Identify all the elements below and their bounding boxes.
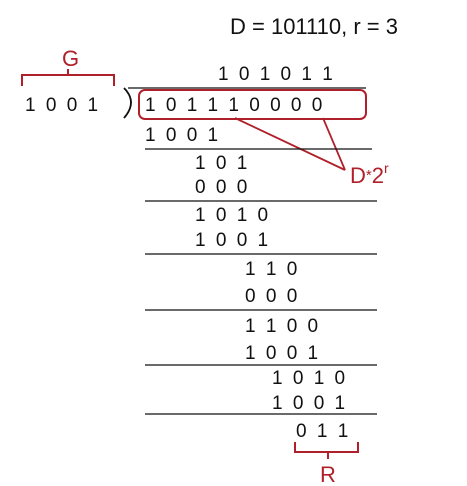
step-5-subtrahend: 1 0 0 1: [245, 343, 321, 364]
division-bracket: [123, 87, 132, 119]
step-4-remainder: 1 1 0: [245, 259, 300, 280]
final-remainder-bits: 0 1 1: [296, 421, 351, 442]
generator-label: G: [62, 46, 79, 71]
step-3-subtrahend: 1 0 0 1: [195, 230, 271, 251]
step-6-subtrahend: 1 0 0 1: [272, 393, 348, 414]
step-4-subtrahend: 0 0 0: [245, 286, 300, 307]
header-equation: D = 101110, r = 3: [230, 14, 398, 39]
step-5-remainder: 1 1 0 0: [245, 316, 321, 337]
step-2-remainder: 1 0 1: [195, 153, 250, 174]
pointer-line-left: [234, 117, 346, 171]
remainder-label: R: [320, 462, 336, 486]
quotient-bits: 1 0 1 0 1 1: [218, 64, 335, 85]
dividend-label: D*2r: [350, 160, 389, 188]
step-3-remainder: 1 0 1 0: [195, 205, 271, 226]
dividend-highlight-box: [138, 89, 367, 120]
remainder-bracket: [294, 442, 359, 459]
generator-bits: 1 0 0 1: [25, 95, 101, 116]
dividend-bits: 1 0 1 1 1 0 0 0 0: [145, 95, 325, 116]
generator-bracket: [21, 69, 115, 86]
step-1-subtrahend: 1 0 0 1: [145, 125, 221, 146]
pointer-line-right: [322, 117, 346, 171]
step-6-remainder: 1 0 1 0: [272, 368, 348, 389]
step-2-subtrahend: 0 0 0: [195, 177, 250, 198]
